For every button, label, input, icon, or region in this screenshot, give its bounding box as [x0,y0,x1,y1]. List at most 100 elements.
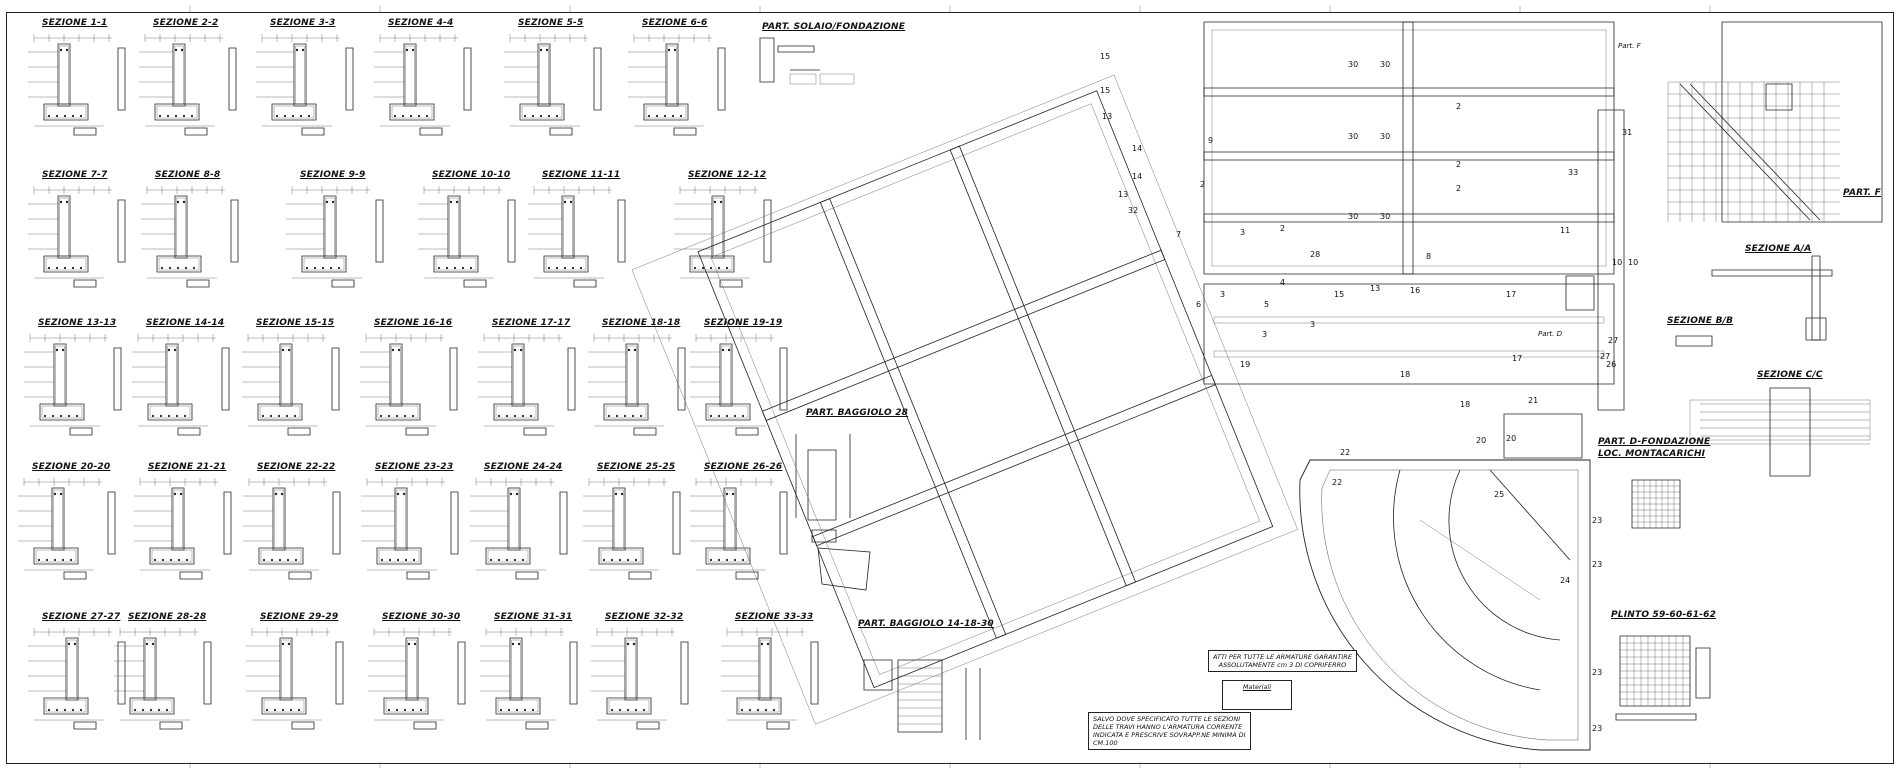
section-footing-rebar [261,550,301,562]
section-footing-rebar [46,106,86,118]
plan-inner-arc [1449,470,1560,640]
rebar-dot [157,708,161,712]
plan-number: 30 [1348,60,1359,69]
plan-number: 10 [1612,258,1623,267]
plan-number: 27 [1608,336,1619,345]
wing-beam [762,250,1164,420]
plinto-label: PLINTO 59-60-61-62 [1611,610,1717,620]
section-stirrup-shape [720,280,742,287]
rebar-dot [313,266,317,270]
plan-number: 2 [1456,160,1462,169]
section-footing [496,698,540,714]
plan-number: 32 [1128,206,1139,215]
rebar-dot [632,642,636,646]
rebar-dot [173,348,177,352]
rebar-dot [571,266,575,270]
section-stirrup [60,46,69,104]
rebar-dot [151,414,155,418]
section-elevation [222,348,229,410]
section-footing [377,548,421,564]
section-footing-rebar [274,106,314,118]
section-stirrup-shape [629,572,651,579]
rebar-dot [772,708,776,712]
section-footing [376,404,420,420]
section-stirrup-shape [637,722,659,729]
rebar-dot [717,558,721,562]
rebar-dot [563,200,567,204]
section-elevation [114,348,121,410]
section-stem [280,638,292,700]
rebar-dot [299,114,303,118]
section-elevation [718,48,725,110]
rebar-dot [71,708,75,712]
rebar-dot [523,708,527,712]
rebar-dot [53,558,57,562]
section-stirrup [761,640,770,698]
section-title-15: SEZIONE 15-15 [256,318,335,328]
section-title-25: SEZIONE 25-25 [597,462,676,472]
plan-number: 23 [1592,560,1603,569]
section-stem [175,196,187,258]
rebar-dot [531,114,535,118]
rebar-dot [445,266,449,270]
rebar-dot [159,414,163,418]
rebar-dot [325,200,329,204]
section-elevation [224,492,231,554]
section-footing-rebar [496,406,536,418]
rebar-dot [168,266,172,270]
section-elevation [231,200,238,262]
section-stem [759,638,771,700]
section-footing [157,256,201,272]
section-title-2: SEZIONE 2-2 [153,18,219,28]
plan-number: 33 [1568,168,1579,177]
rebar-dot [626,708,630,712]
plan-number: 30 [1380,60,1391,69]
section-stirrup-shape [516,572,538,579]
plan-number: 2 [1456,102,1462,111]
rebar-dot [725,492,729,496]
rebar-dot [499,708,503,712]
rebar-dot [517,642,521,646]
section-stirrup-shape [289,572,311,579]
rebar-dot [523,114,527,118]
section-stem [144,638,156,700]
rebar-dot [402,492,406,496]
rebar-dot [285,414,289,418]
rebar-dot [507,708,511,712]
section-stirrup-shape [74,280,96,287]
rebar-dot [511,642,515,646]
rebar-dot [719,200,723,204]
rebar-dot [679,114,683,118]
plan-number: 14 [1132,144,1143,153]
section-stirrup [56,346,65,404]
section-elevation [204,642,211,704]
part-f-column [1766,84,1792,110]
section-stem [395,488,407,550]
rebar-dot [395,708,399,712]
plan-beam-horizontal [1204,152,1614,160]
rebar-dot [65,48,69,52]
section-stem [324,196,336,258]
sezione-aa-footing [1806,318,1826,340]
plan-number: 25 [1494,490,1505,499]
section-footing [130,698,174,714]
section-title-26: SEZIONE 26-26 [704,462,783,472]
plan-montacarichi [1504,414,1582,458]
section-footing [155,104,199,120]
section-stirrup-shape [302,128,324,135]
rebar-dot [725,414,729,418]
rebar-dot [615,414,619,418]
rebar-dot [626,642,630,646]
section-title-27: SEZIONE 27-27 [42,612,121,622]
rebar-dot [529,414,533,418]
rebar-dot [620,492,624,496]
section-stirrup-shape [160,722,182,729]
section-elevation [118,200,125,262]
section-stem [720,344,732,406]
plan-number: 22 [1340,448,1351,457]
wing-outline-inner [711,104,1260,675]
section-elevation [451,492,458,554]
section-stirrup-shape [634,428,656,435]
rebar-dot [37,558,41,562]
rebar-dot [173,492,177,496]
